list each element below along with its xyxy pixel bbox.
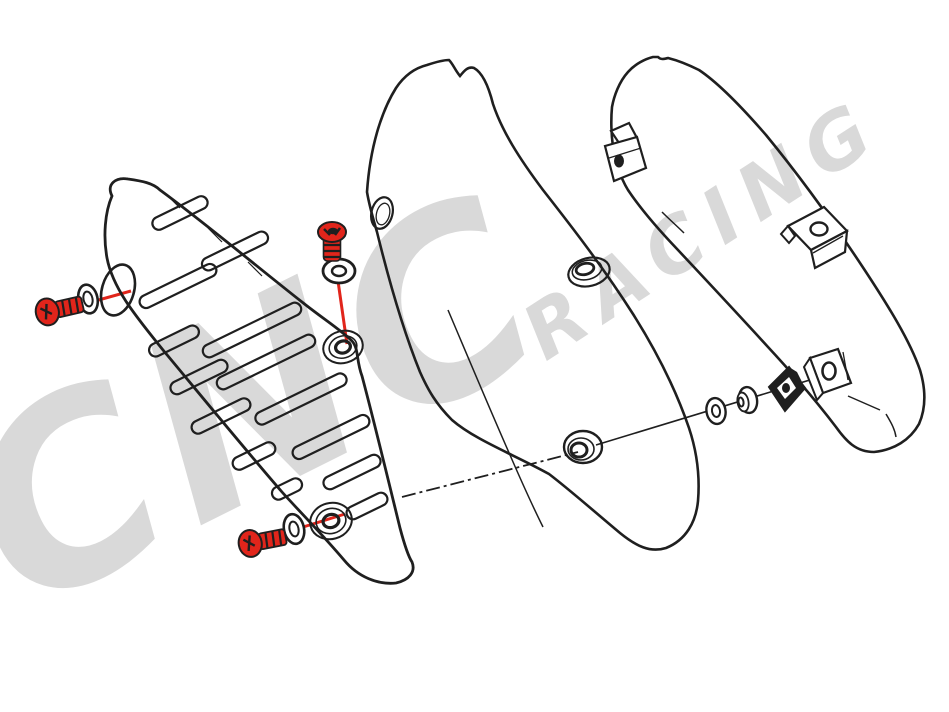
shield-screw-hole-bottom [309, 501, 353, 541]
screw-threads [324, 243, 340, 259]
right-cover-detail-stroke [847, 395, 881, 411]
middle-heat-cover-part [365, 58, 700, 551]
middle-cover-crease-line [447, 309, 544, 528]
louver-slot [147, 324, 201, 358]
top-tab-bracket [603, 121, 648, 183]
washer-top-icon [321, 257, 357, 285]
louver-slot [201, 301, 303, 359]
spacer-bushing-icon [736, 385, 759, 415]
bottom-tab-bracket [802, 347, 853, 402]
screw-drive-slot [39, 303, 53, 320]
shield-oval-hole [99, 263, 137, 317]
middle-cover-boss-hole [562, 429, 604, 465]
center-axis-dashdot-line [401, 451, 579, 498]
screw-bottom-icon [237, 528, 288, 558]
louver-slot [200, 230, 270, 272]
louver-slots [138, 195, 389, 521]
louver-slot [151, 195, 209, 231]
screw-drive-slot [242, 535, 256, 552]
screw-threads [61, 296, 80, 317]
louver-slot [190, 397, 252, 435]
louver-slot [254, 372, 348, 426]
right-cover-detail-stroke [661, 211, 685, 234]
screw-left-icon [34, 295, 85, 327]
clip-nut-hole [782, 383, 790, 393]
right-heat-cover-part [603, 55, 926, 454]
screw-threads [264, 529, 283, 549]
heat-shield-outline [103, 177, 415, 585]
right-cover-detail-stroke [885, 413, 897, 438]
middle-cover-outline [365, 58, 700, 551]
screw-top-icon [317, 221, 347, 262]
louver-slot [169, 358, 229, 396]
louver-slot [345, 491, 389, 521]
bottom-tab-hole [821, 361, 837, 381]
louver-slot [270, 477, 304, 501]
shield-screw-hole-top [322, 329, 364, 365]
hatch-strokes [167, 195, 263, 277]
louver-slot [231, 441, 277, 471]
top-tab-hole [614, 154, 624, 168]
clip-nut-icon [767, 365, 807, 413]
mid-bracket-hole [809, 221, 829, 237]
middle-cover-grommet-hole [567, 256, 611, 288]
louver-slot [138, 262, 218, 310]
heat-shield-part [99, 177, 415, 585]
right-cover-outline [610, 55, 926, 454]
louver-slot [215, 333, 317, 391]
louver-slot [291, 413, 371, 461]
mid-clip-bracket [779, 205, 849, 270]
louver-slot [322, 453, 382, 491]
middle-cover-oval-hole [370, 196, 394, 230]
chain-washer-icon [705, 396, 727, 426]
